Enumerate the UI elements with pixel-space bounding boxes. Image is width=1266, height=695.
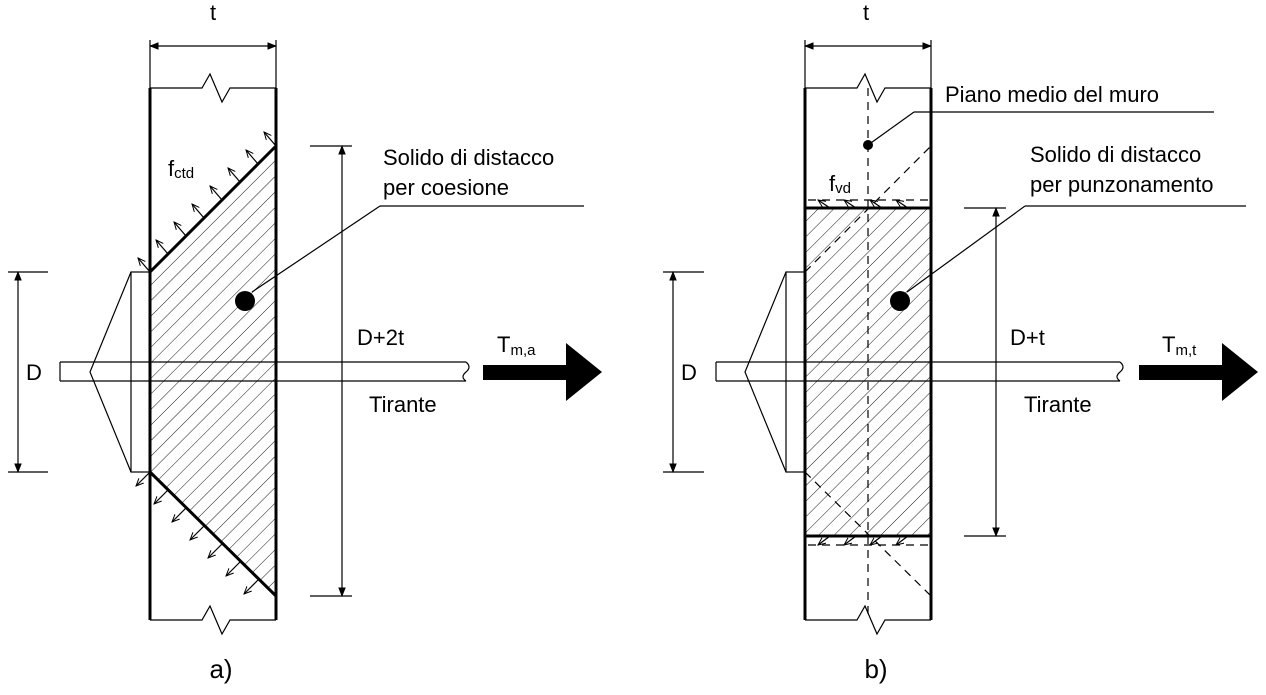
length-dimension-a: D+2t — [310, 145, 404, 597]
diameter-label-a: D — [26, 360, 42, 385]
solid-leader-b — [906, 205, 1026, 293]
force-label-b: Tm,t — [1162, 332, 1197, 359]
force-arrow-b — [1139, 343, 1258, 401]
tie-rod-b — [715, 361, 1124, 382]
length-label-b: D+t — [1010, 325, 1045, 350]
diameter-dimension-a: D — [8, 271, 48, 473]
mid-plane-label-b: Piano medio del muro — [945, 82, 1159, 107]
figure-b: t — [663, 0, 1258, 684]
stress-arrows-upper-a — [138, 132, 277, 273]
force-label-a: Tm,a — [497, 332, 536, 359]
figure-a: t — [8, 0, 602, 684]
mid-plane-leader-b — [867, 111, 915, 146]
tie-label-b: Tirante — [1024, 392, 1092, 417]
diameter-dimension-b: D — [663, 271, 704, 473]
tie-label-a: Tirante — [369, 392, 437, 417]
caption-a: a) — [209, 654, 232, 684]
anchor-plate-b — [744, 271, 806, 473]
length-dimension-b: D+t — [964, 207, 1045, 537]
caption-b: b) — [864, 654, 887, 684]
stress-label-a: fctd — [168, 156, 194, 182]
thickness-dimension-b: t — [804, 0, 932, 88]
stress-label-b: fvd — [829, 171, 851, 197]
shear-arrows-lower-b — [808, 535, 928, 545]
solid-centroid-a — [235, 291, 255, 311]
diameter-label-b: D — [681, 360, 697, 385]
length-label-a: D+2t — [357, 325, 404, 350]
thickness-dimension-a: t — [149, 0, 277, 88]
force-arrow-a — [483, 343, 602, 401]
shear-arrows-upper-b — [808, 200, 928, 209]
thickness-label-b: t — [863, 0, 869, 25]
anchor-plate-a — [89, 271, 151, 473]
solid-centroid-b — [890, 291, 910, 311]
cohesion-solid-a — [148, 144, 278, 598]
thickness-label-a: t — [210, 0, 216, 25]
tie-rod-a — [59, 361, 470, 382]
solid-leader-a — [251, 205, 381, 293]
stress-arrows-lower-a — [136, 471, 259, 594]
